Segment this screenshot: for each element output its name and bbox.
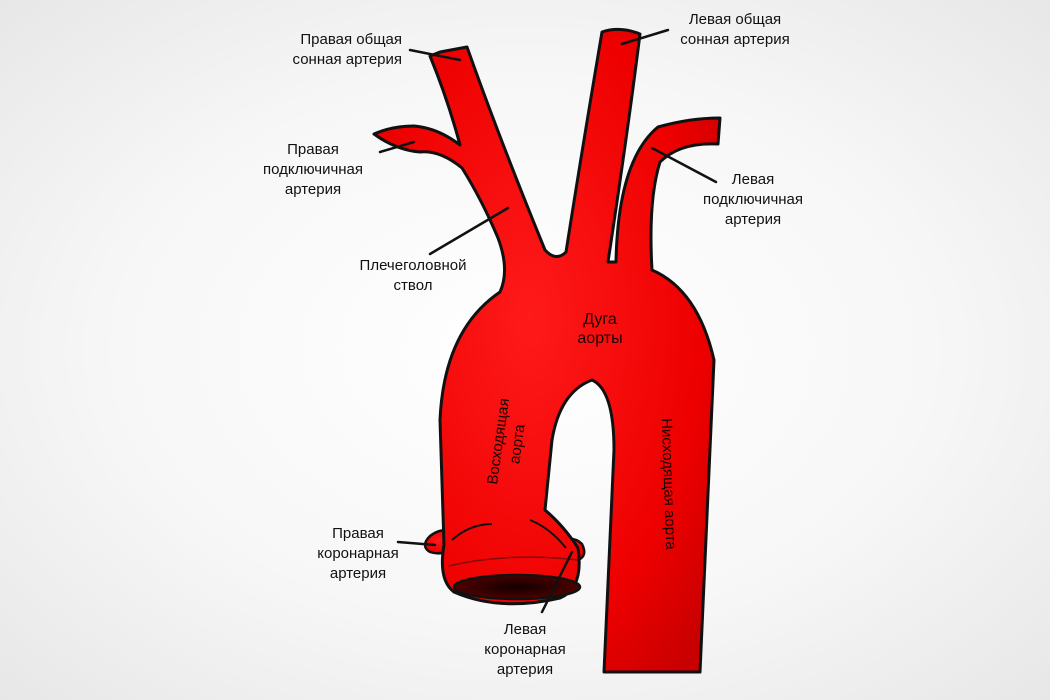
label-right-coronary: Правая коронарная артерия: [317, 525, 399, 582]
label-left-common-carotid: Левая общая сонная артерия: [680, 11, 790, 48]
aortic-opening: [452, 573, 582, 601]
aorta-body: [372, 27, 722, 674]
label-aortic-arch: Дуга аорты: [577, 311, 623, 347]
label-left-subclavian: Левая подключичная артерия: [702, 171, 804, 228]
leader-lines: [378, 28, 718, 614]
label-brachiocephalic-trunk: Плечеголовной ствол: [359, 257, 467, 294]
label-right-subclavian: Правая подключичная артерия: [262, 141, 364, 198]
label-right-common-carotid: Правая общая сонная артерия: [292, 31, 402, 68]
label-left-coronary: Левая коронарная артерия: [484, 621, 566, 678]
